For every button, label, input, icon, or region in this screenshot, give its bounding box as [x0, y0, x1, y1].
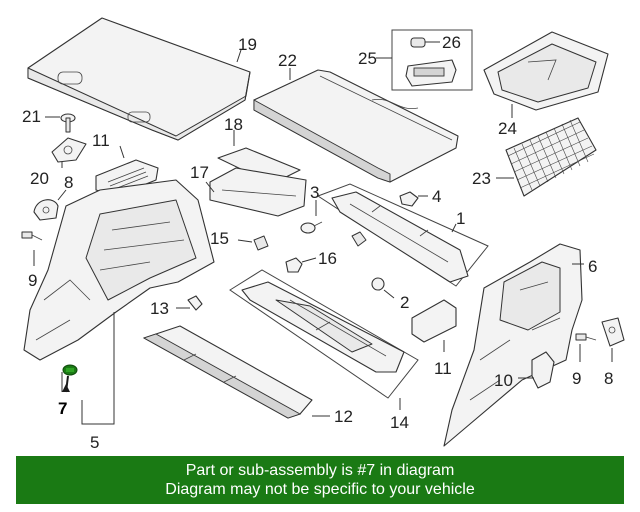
part-15-retainer	[237, 235, 269, 251]
part-1-push-clip	[351, 231, 367, 247]
part-26-bulb	[410, 37, 440, 48]
part-10-cap	[518, 351, 555, 389]
banner-line-part-number: Part or sub-assembly is #7 in diagram	[185, 462, 455, 479]
callout-11-lower: 11	[434, 359, 452, 378]
callout-25: 25	[358, 49, 377, 68]
callout-9-left: 9	[28, 271, 37, 290]
callout-6: 6	[588, 257, 597, 276]
part-16-nut	[285, 257, 317, 273]
part-9-screw-left	[21, 231, 43, 266]
part-20-bracket	[51, 137, 87, 168]
part-6-right-quarter-trim	[443, 243, 584, 447]
part-4-clip	[399, 191, 428, 207]
part-1-upper-trim-rail	[316, 183, 489, 287]
part-21-push-pin	[45, 113, 76, 133]
callout-3: 3	[310, 183, 319, 202]
exploded-parts-diagram: 1 2 3 4 5 6 7 8 8 9 9 10 11 11 12 13 14 …	[21, 17, 625, 452]
part-13-push-pin	[176, 295, 203, 311]
part-8-hook-right	[601, 317, 625, 362]
callout-1: 1	[456, 209, 465, 228]
part-23-cargo-net	[496, 117, 597, 197]
callout-23: 23	[472, 169, 491, 188]
callout-24: 24	[498, 119, 517, 138]
callout-12: 12	[334, 407, 353, 426]
part-25-lamp-housing	[376, 29, 473, 91]
callout-26: 26	[442, 33, 461, 52]
part-24-cargo-tray	[483, 31, 609, 118]
callout-11-upper: 11	[92, 131, 110, 150]
callout-17: 17	[190, 163, 209, 182]
callout-13: 13	[150, 299, 169, 318]
callout-9-right: 9	[572, 369, 581, 388]
part-7-bolt-highlighted	[62, 364, 78, 393]
part-9-screw-right	[575, 333, 597, 362]
part-17-side-panel	[205, 167, 307, 217]
part-12-step-plate	[142, 325, 330, 419]
part-5-left-quarter-trim	[23, 179, 215, 392]
callout-4: 4	[432, 187, 441, 206]
callout-7: 7	[58, 399, 67, 418]
part-14-lower-sill-trim	[229, 269, 419, 410]
part-3-screw	[300, 200, 323, 234]
callout-8-left: 8	[64, 173, 73, 192]
callout-2: 2	[400, 293, 409, 312]
part-2-clip	[371, 277, 395, 299]
callout-22: 22	[278, 51, 297, 70]
callout-5: 5	[90, 433, 99, 452]
part-22-cargo-cover	[253, 68, 459, 183]
callout-15: 15	[210, 229, 229, 248]
callout-21: 21	[22, 107, 41, 126]
notice-banner: Part or sub-assembly is #7 in diagram Di…	[16, 456, 624, 504]
banner-line-disclaimer: Diagram may not be specific to your vehi…	[165, 481, 475, 498]
part-19-load-floor-panel	[27, 17, 251, 141]
bracket-line-5-7	[81, 312, 115, 425]
callout-20: 20	[30, 169, 49, 188]
callout-10: 10	[494, 371, 513, 390]
callout-14: 14	[390, 413, 409, 432]
callout-19: 19	[238, 35, 257, 54]
callout-18: 18	[224, 115, 243, 134]
part-8-hook-left	[33, 189, 67, 221]
part-11-vent-upper	[95, 145, 159, 197]
callout-labels: 1 2 3 4 5 6 7 8 8 9 9 10 11 11 12 13 14 …	[22, 33, 613, 452]
callout-8-right: 8	[604, 369, 613, 388]
callout-16: 16	[318, 249, 337, 268]
part-11-trim-block-lower	[411, 299, 457, 352]
